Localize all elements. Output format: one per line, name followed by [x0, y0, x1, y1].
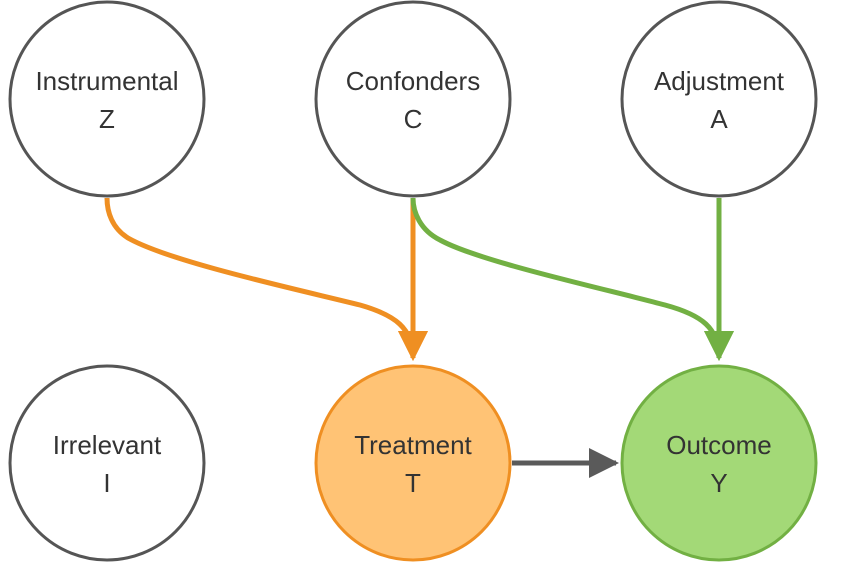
node-treatment-circle [314, 364, 512, 562]
node-irrelevant-name: Irrelevant [53, 430, 162, 460]
edge-instrumental-to-treatment [104, 197, 428, 361]
node-irrelevant[interactable]: Irrelevant I [8, 364, 206, 562]
node-adjustment[interactable]: Adjustment A [620, 0, 818, 198]
node-treatment-symbol: T [405, 468, 421, 498]
node-confounders[interactable]: Confonders C [314, 0, 512, 198]
node-confounders-symbol: C [404, 104, 423, 134]
node-adjustment-symbol: A [710, 104, 728, 134]
node-outcome[interactable]: Outcome Y [620, 364, 818, 562]
edge-confounders-to-outcome [410, 197, 734, 361]
node-adjustment-circle [620, 0, 818, 198]
node-instrumental-circle [8, 0, 206, 198]
node-confounders-name: Confonders [346, 66, 480, 96]
node-adjustment-name: Adjustment [654, 66, 785, 96]
node-instrumental-name: Instrumental [35, 66, 178, 96]
node-treatment[interactable]: Treatment T [314, 364, 512, 562]
node-confounders-circle [314, 0, 512, 198]
node-irrelevant-symbol: I [103, 468, 110, 498]
node-outcome-name: Outcome [666, 430, 772, 460]
node-outcome-symbol: Y [710, 468, 727, 498]
node-outcome-circle [620, 364, 818, 562]
node-treatment-name: Treatment [354, 430, 472, 460]
node-irrelevant-circle [8, 364, 206, 562]
node-instrumental[interactable]: Instrumental Z [8, 0, 206, 198]
node-instrumental-symbol: Z [99, 104, 115, 134]
